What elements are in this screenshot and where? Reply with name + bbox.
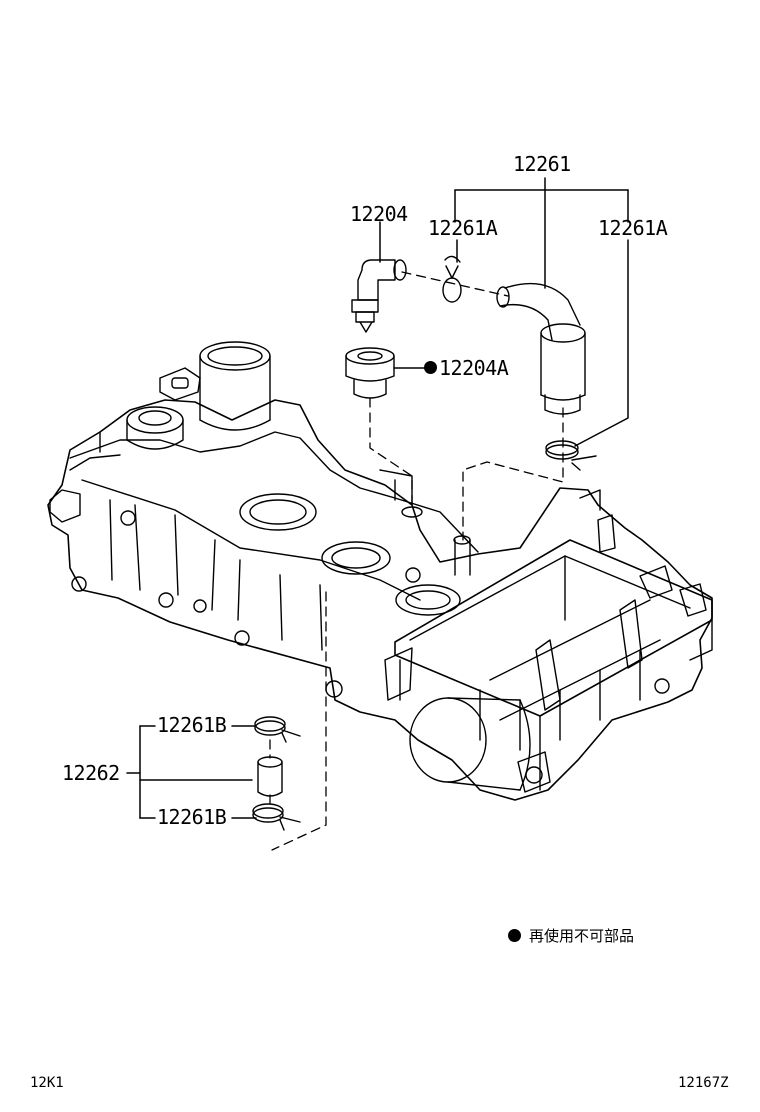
non-reusable-dot-icon <box>508 929 521 942</box>
clamp-a-right <box>545 440 597 471</box>
label-12261a-right: 12261A <box>598 216 668 240</box>
clamp-b-bottom <box>252 803 301 831</box>
label-12262: 12262 <box>62 761 120 785</box>
label-12261a-left: 12261A <box>428 216 498 240</box>
assembly-dashed-lines <box>269 271 564 851</box>
legend-text: 再使用不可部品 <box>529 927 635 945</box>
grommet <box>345 347 395 399</box>
leader-lines <box>126 177 629 819</box>
clamp-b-top <box>254 716 301 743</box>
label-12204a-text: 12204A <box>439 356 509 380</box>
label-12261b-bottom: 12261B <box>157 805 227 829</box>
pcv-valve <box>351 259 407 333</box>
short-hose <box>257 756 283 797</box>
non-reusable-dot-icon <box>424 361 437 374</box>
label-12261b-top: 12261B <box>157 713 227 737</box>
clamp-a-left <box>442 255 462 303</box>
label-12204a: 12204A <box>424 356 509 380</box>
legend-non-reusable: 再使用不可部品 <box>508 929 634 944</box>
label-12261: 12261 <box>513 152 571 176</box>
footer-right-code: 12167Z <box>678 1075 729 1091</box>
label-12204: 12204 <box>350 202 408 226</box>
ventilation-hose <box>496 282 586 415</box>
cylinder-head-cover <box>47 341 713 801</box>
footer-left-code: 12K1 <box>30 1075 64 1091</box>
